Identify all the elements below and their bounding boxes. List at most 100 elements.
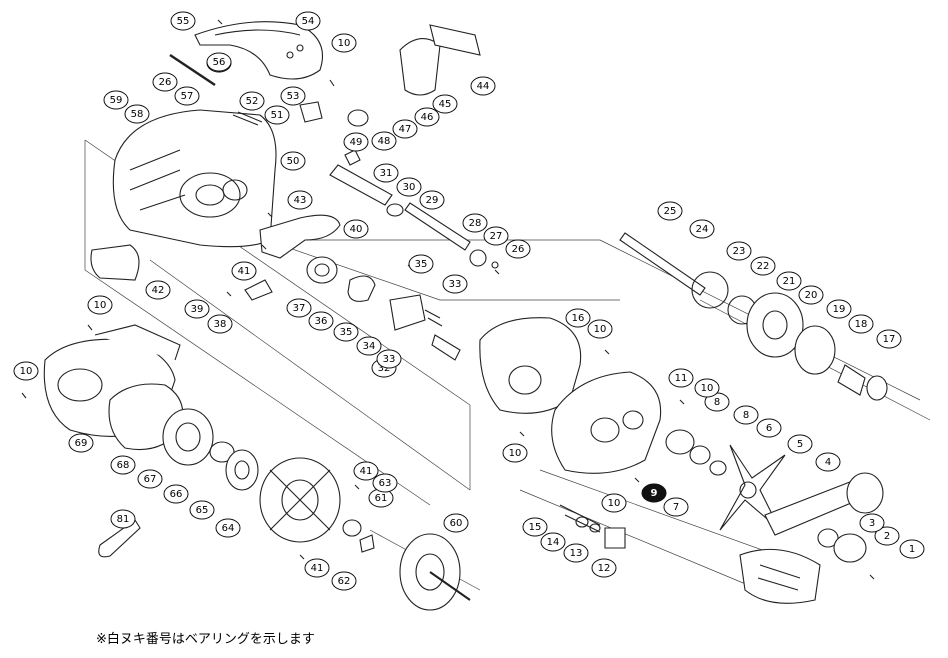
part-number: 44: [477, 81, 490, 92]
part-number: 81: [117, 514, 130, 525]
part-callout-46: 46: [414, 107, 440, 127]
part-callout-9: 9: [641, 483, 667, 503]
part-callout-circle: [308, 311, 334, 331]
part-callout-circle: [462, 213, 488, 233]
part-callout-circle: [694, 378, 720, 398]
part-callout-2: 2: [874, 526, 900, 546]
part-callout-53: 53: [280, 86, 306, 106]
part-number: 42: [152, 285, 165, 296]
part-number: 55: [177, 16, 190, 27]
part-callout-circle: [103, 90, 129, 110]
part-callout-69: 69: [68, 433, 94, 453]
part-callout-10: 10: [587, 319, 613, 339]
clutch-cam-parts: [306, 256, 461, 361]
part-callout-5: 5: [787, 434, 813, 454]
part-callout-circle: [442, 274, 468, 294]
part-callout-41: 41: [304, 558, 330, 578]
part-number: 66: [170, 489, 183, 500]
part-number: 16: [572, 313, 585, 324]
part-callout-circle: [286, 298, 312, 318]
part-number: 37: [293, 303, 306, 314]
part-callout-circle: [756, 418, 782, 438]
part-number: 35: [415, 259, 428, 270]
part-callout-circle: [689, 219, 715, 239]
part-callout-circle: [565, 308, 591, 328]
side-cover-dial: [259, 457, 341, 543]
part-callout-circle: [264, 105, 290, 125]
part-callout-33: 33: [376, 349, 402, 369]
part-callout-circle: [657, 201, 683, 221]
part-number: 46: [421, 112, 434, 123]
part-callout-circle: [189, 500, 215, 520]
part-number: 14: [547, 537, 560, 548]
part-callout-21: 21: [776, 271, 802, 291]
part-callout-circle: [876, 329, 902, 349]
part-callout-circle: [587, 319, 613, 339]
part-number: 43: [294, 195, 307, 206]
part-callout-12: 12: [591, 558, 617, 578]
part-callout-circle: [815, 452, 841, 472]
part-callout-circle: [68, 433, 94, 453]
part-callout-circle: [750, 256, 776, 276]
part-number: 33: [383, 354, 396, 365]
part-number: 8: [714, 397, 720, 408]
part-callout-17: 17: [876, 329, 902, 349]
part-callout-circle: [505, 239, 531, 259]
part-number: 48: [378, 136, 391, 147]
part-callout-64: 64: [215, 518, 241, 538]
part-callout-66: 66: [163, 484, 189, 504]
part-callout-circle: [87, 295, 113, 315]
thumb-bar-parts: [232, 24, 481, 166]
part-callout-13: 13: [563, 543, 589, 563]
part-callout-6: 6: [756, 418, 782, 438]
part-callout-10: 10: [601, 493, 627, 513]
part-callout-circle: [563, 543, 589, 563]
part-callout-48: 48: [371, 131, 397, 151]
part-number: 47: [399, 124, 412, 135]
part-number: 10: [608, 498, 621, 509]
part-number: 4: [825, 457, 831, 468]
part-number: 63: [379, 478, 392, 489]
part-callout-circle: [280, 151, 306, 171]
part-callout-circle: [826, 299, 852, 319]
bearing-footnote: ※白ヌキ番号はベアリングを示します: [96, 632, 315, 647]
part-callout-circle: [295, 11, 321, 31]
part-number: 21: [783, 276, 796, 287]
part-callout-25: 25: [657, 201, 683, 221]
part-callout-24: 24: [689, 219, 715, 239]
part-number: 2: [884, 531, 890, 542]
part-callout-36: 36: [308, 311, 334, 331]
part-callout-circle: [432, 94, 458, 114]
part-callout-43: 43: [287, 190, 313, 210]
part-number: 59: [110, 95, 123, 106]
part-callout-50: 50: [280, 151, 306, 171]
part-callout-68: 68: [110, 455, 136, 475]
part-callout-14: 14: [540, 532, 566, 552]
frame-body: [112, 109, 277, 248]
part-callout-circle: [859, 513, 885, 533]
part-callout-circle: [239, 91, 265, 111]
part-callout-circle: [304, 558, 330, 578]
part-callout-circle: [408, 254, 434, 274]
part-number: 3: [869, 518, 875, 529]
part-callout-circle: [502, 443, 528, 463]
part-callout-circle: [848, 314, 874, 334]
main-shaft-gears: [619, 232, 888, 401]
part-number: 50: [287, 156, 300, 167]
part-callout-circle: [280, 86, 306, 106]
part-callout-28: 28: [462, 213, 488, 233]
part-callout-circle: [372, 473, 398, 493]
part-callout-26: 26: [152, 72, 178, 92]
part-callout-10: 10: [502, 443, 528, 463]
part-number: 60: [450, 518, 463, 529]
part-number: 53: [287, 91, 300, 102]
part-number: 67: [144, 474, 157, 485]
part-callout-40: 40: [343, 219, 369, 239]
part-callout-41: 41: [353, 461, 379, 481]
part-callout-31: 31: [373, 163, 399, 183]
part-callout-4: 4: [815, 452, 841, 472]
part-callout-circle: [726, 241, 752, 261]
part-callout-60: 60: [443, 513, 469, 533]
part-callout-59: 59: [103, 90, 129, 110]
